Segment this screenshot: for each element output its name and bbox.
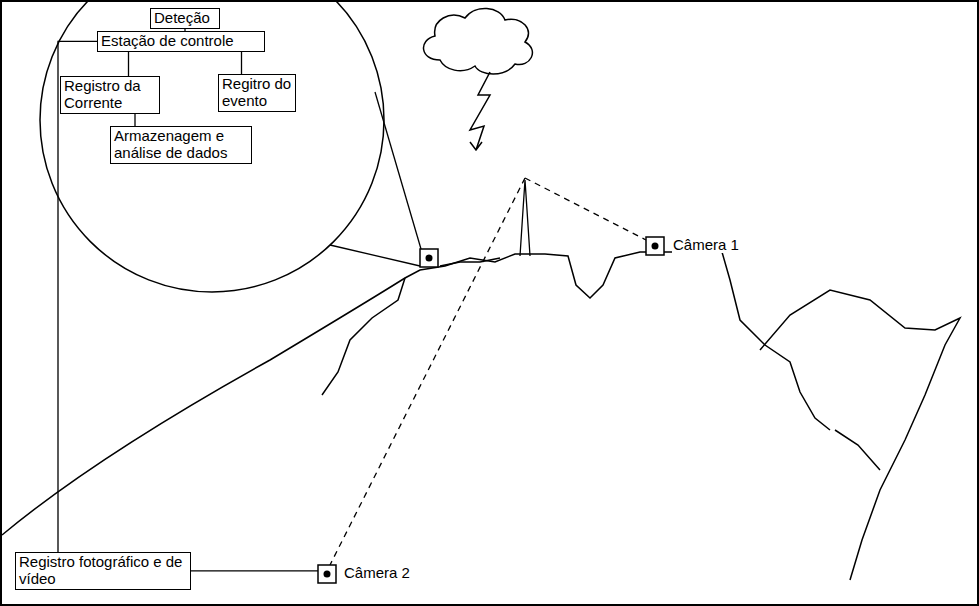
box-text: Deteção [154,10,216,27]
cloud [424,8,533,74]
zoom-circle [40,0,384,292]
connector-line [58,41,97,552]
box-text: Registro fotográfico e de vídeo [19,554,187,588]
process-box: Registro da Corrente [60,76,160,114]
camera-dot [324,571,331,578]
lightning-tower [520,180,530,256]
zoom-leader [375,92,421,249]
connector-line [128,52,129,76]
connector-line [134,114,135,126]
process-box: Registro fotográfico e de vídeo [15,552,191,590]
box-text: Registro da Corrente [64,78,156,112]
box-text: Regitro do evento [222,76,292,110]
connector-line [241,52,242,74]
mountain [2,252,960,580]
camera-sightline [525,178,646,240]
camera-label: Câmera 1 [672,236,740,253]
lightning-bolt [470,72,490,150]
box-text: Estação de controle [101,33,261,50]
camera-label: Câmera 2 [343,564,411,581]
process-box: Regitro do evento [218,74,296,112]
camera-dot [652,243,659,250]
camera-icon [646,237,664,255]
camera-sightline [330,178,525,565]
zoom-leader [330,245,420,266]
camera-wire [191,570,318,571]
process-box: Armazenagem e análise de dados [110,126,252,164]
process-box: Deteção [150,8,220,29]
process-box: Estação de controle [97,31,265,52]
station-dot [426,255,433,262]
station-icon [420,249,438,267]
box-text: Armazenagem e análise de dados [114,128,248,162]
camera-icon [318,565,336,583]
